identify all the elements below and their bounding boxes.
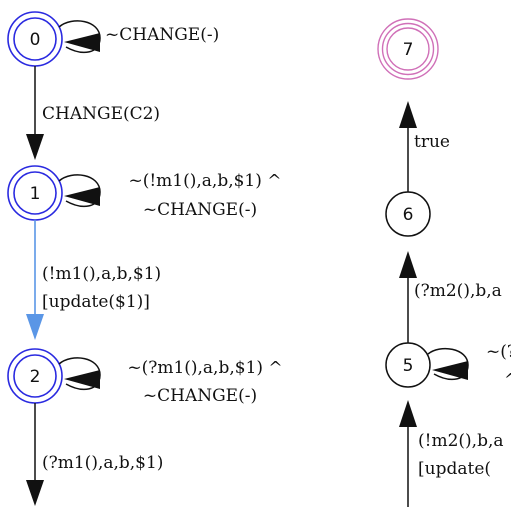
edge-incoming-to-5-label-line-1: (!m2(),b,a bbox=[418, 431, 504, 451]
self-loop-0[interactable]: ~CHANGE(-) bbox=[58, 20, 219, 54]
self-loop-1-label-line-1: ~(!m1(),a,b,$1) ^ bbox=[128, 171, 281, 191]
edge-5-to-6-arrowhead bbox=[399, 251, 417, 278]
edge-6-to-7-arrowhead bbox=[399, 101, 417, 128]
state-7-ring-outer bbox=[377, 18, 439, 80]
state-5[interactable]: 5 bbox=[385, 342, 431, 388]
edge-incoming-to-5-arrowhead bbox=[399, 400, 417, 427]
state-7-ring-inner bbox=[386, 27, 430, 71]
state-6[interactable]: 6 bbox=[385, 191, 431, 237]
state-1[interactable]: 1 bbox=[7, 165, 63, 221]
self-loop-5-arrowhead bbox=[432, 361, 468, 380]
state-7[interactable]: 7 bbox=[377, 18, 439, 80]
edge-2-outgoing-arrowhead bbox=[26, 480, 44, 506]
edge-1-to-2-label-line-2: [update($1)] bbox=[42, 292, 150, 312]
edge-1-to-2[interactable]: (!m1(),a,b,$1) [update($1)] bbox=[26, 220, 161, 340]
state-7-label: 7 bbox=[403, 40, 414, 60]
state-6-label: 6 bbox=[403, 205, 414, 225]
state-7-ring-middle bbox=[381, 22, 435, 76]
state-1-label: 1 bbox=[30, 184, 41, 204]
self-loop-5[interactable]: ~(? ^ bbox=[427, 342, 511, 390]
edge-5-to-6-label: (?m2(),b,a bbox=[414, 281, 502, 301]
self-loop-2-label-line-1: ~(?m1(),a,b,$1) ^ bbox=[127, 358, 282, 378]
edge-2-outgoing[interactable]: (?m1(),a,b,$1) bbox=[26, 403, 163, 506]
self-loop-2-arrowhead bbox=[64, 370, 100, 389]
state-6-ring bbox=[385, 191, 431, 237]
edge-5-to-6[interactable]: (?m2(),b,a bbox=[399, 251, 502, 343]
state-5-label: 5 bbox=[403, 356, 414, 376]
edge-incoming-to-5-label-line-2: [update( bbox=[418, 459, 491, 479]
state-2-inner-ring bbox=[13, 354, 57, 398]
state-1-inner-ring bbox=[13, 171, 57, 215]
edge-0-to-1-arrowhead bbox=[26, 134, 44, 160]
edge-0-to-1-label: CHANGE(C2) bbox=[42, 104, 160, 124]
state-0-inner-ring bbox=[13, 17, 57, 61]
state-5-ring bbox=[385, 342, 431, 388]
edge-6-to-7[interactable]: true bbox=[399, 101, 450, 192]
state-2[interactable]: 2 bbox=[7, 348, 63, 404]
edge-6-to-7-label: true bbox=[414, 132, 450, 152]
state-2-label: 2 bbox=[30, 367, 41, 387]
self-loop-5-label-line-1: ~(? bbox=[486, 342, 511, 362]
self-loop-0-label: ~CHANGE(-) bbox=[105, 25, 219, 45]
edge-incoming-to-5[interactable]: (!m2(),b,a [update( bbox=[399, 400, 504, 507]
self-loop-0-arrowhead bbox=[64, 33, 100, 52]
edge-1-to-2-arrowhead bbox=[26, 314, 44, 340]
self-loop-1[interactable]: ~(!m1(),a,b,$1) ^ ~CHANGE(-) bbox=[58, 171, 282, 220]
state-0[interactable]: 0 bbox=[7, 11, 63, 67]
self-loop-2[interactable]: ~(?m1(),a,b,$1) ^ ~CHANGE(-) bbox=[58, 357, 283, 406]
edge-0-to-1[interactable]: CHANGE(C2) bbox=[26, 66, 160, 160]
self-loop-1-label-line-2: ~CHANGE(-) bbox=[143, 200, 257, 220]
state-0-label: 0 bbox=[30, 30, 41, 50]
self-loop-2-label-line-2: ~CHANGE(-) bbox=[143, 386, 257, 406]
edge-1-to-2-label-line-1: (!m1(),a,b,$1) bbox=[42, 264, 161, 284]
self-loop-1-arrowhead bbox=[64, 187, 100, 206]
self-loop-5-label-line-2: ^ bbox=[504, 370, 511, 390]
edge-2-outgoing-label: (?m1(),a,b,$1) bbox=[42, 453, 163, 473]
